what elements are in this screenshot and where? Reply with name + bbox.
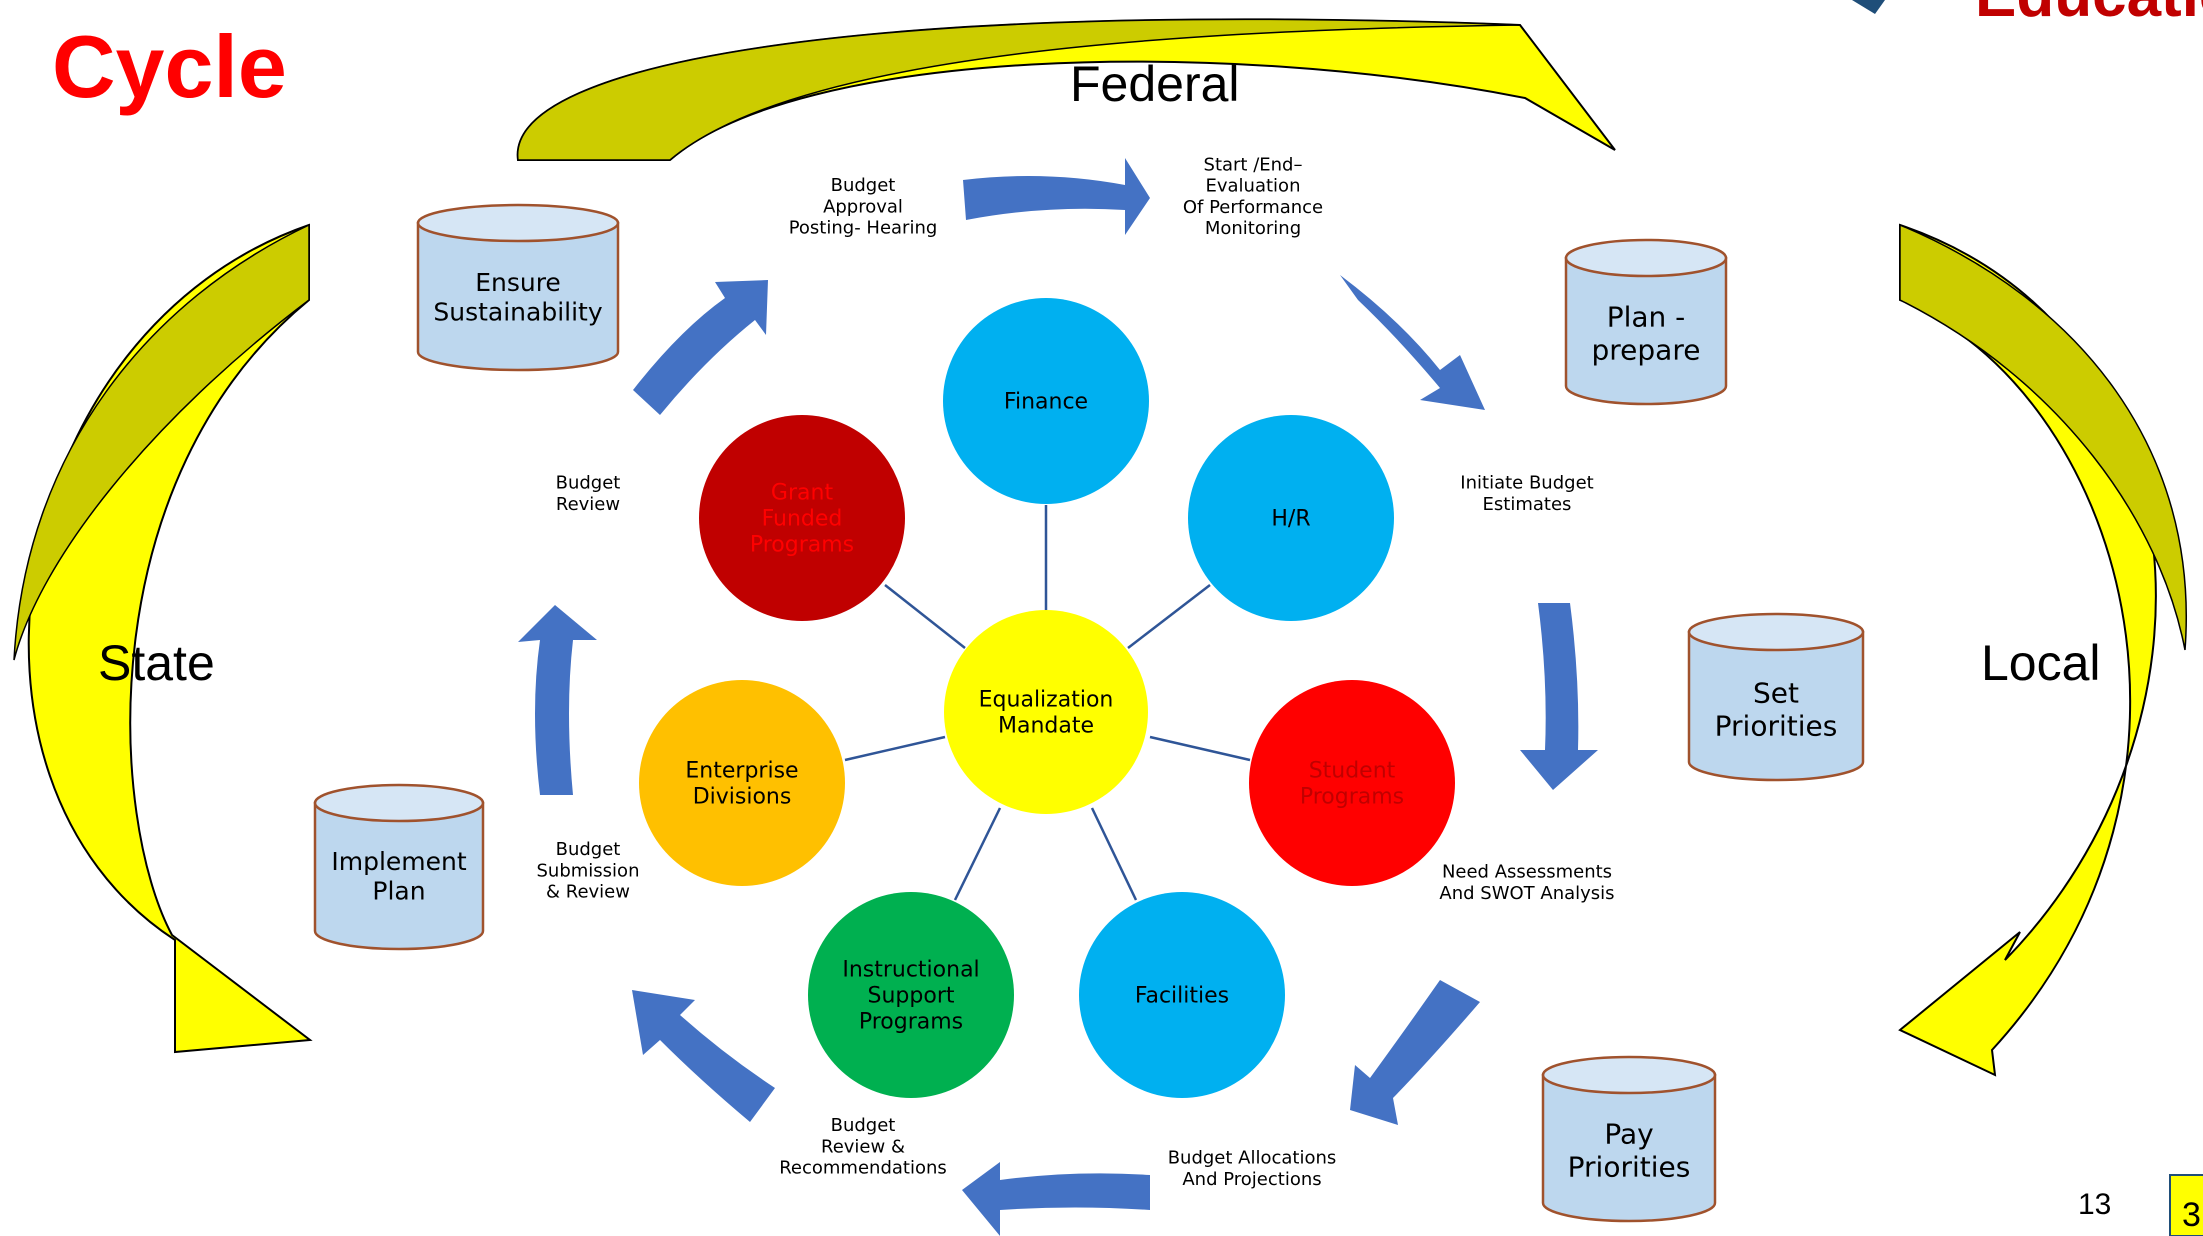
star-icon bbox=[1852, 0, 1885, 14]
level-state: State bbox=[98, 635, 215, 691]
arrow-top-left bbox=[633, 280, 768, 415]
circle-label: H/R bbox=[1271, 507, 1310, 532]
circle-label: Finance bbox=[1004, 390, 1088, 415]
corner-badge-text: 3 bbox=[2182, 1196, 2201, 1234]
state-arrow bbox=[13, 223, 313, 1054]
spokes bbox=[844, 505, 1251, 901]
arrow-top-right bbox=[1340, 275, 1485, 410]
level-local: Local bbox=[1981, 635, 2101, 691]
circle-hr: H/R bbox=[1188, 415, 1394, 621]
federal-arrow bbox=[516, 18, 1616, 161]
logo: Educatio bbox=[1852, 0, 2203, 30]
page-number: 13 bbox=[2078, 1188, 2111, 1221]
arrow-left bbox=[518, 605, 597, 795]
center-circle bbox=[944, 610, 1148, 814]
logo-text: Educatio bbox=[1975, 0, 2203, 30]
local-arrow bbox=[1898, 223, 2187, 1077]
arrow-right bbox=[1520, 603, 1598, 790]
arrow-bottom-left bbox=[632, 990, 775, 1122]
level-federal: Federal bbox=[1070, 56, 1240, 112]
arrow-bottom-right bbox=[1350, 980, 1480, 1125]
circle-label: Facilities bbox=[1135, 984, 1229, 1009]
cylinder-label: Plan -prepare bbox=[1592, 300, 1701, 366]
cylinder-plan-prepare: Plan -prepare bbox=[1564, 238, 1728, 406]
arrow-bottom bbox=[962, 1162, 1150, 1236]
slide-title: Cycle bbox=[52, 17, 287, 116]
arrow-top bbox=[963, 158, 1150, 235]
circle-finance: Finance bbox=[943, 298, 1149, 504]
corner-badge: 3 bbox=[2169, 1174, 2203, 1236]
circle-facilities: Facilities bbox=[1079, 892, 1285, 1098]
cycle-arrows bbox=[518, 158, 1598, 1236]
